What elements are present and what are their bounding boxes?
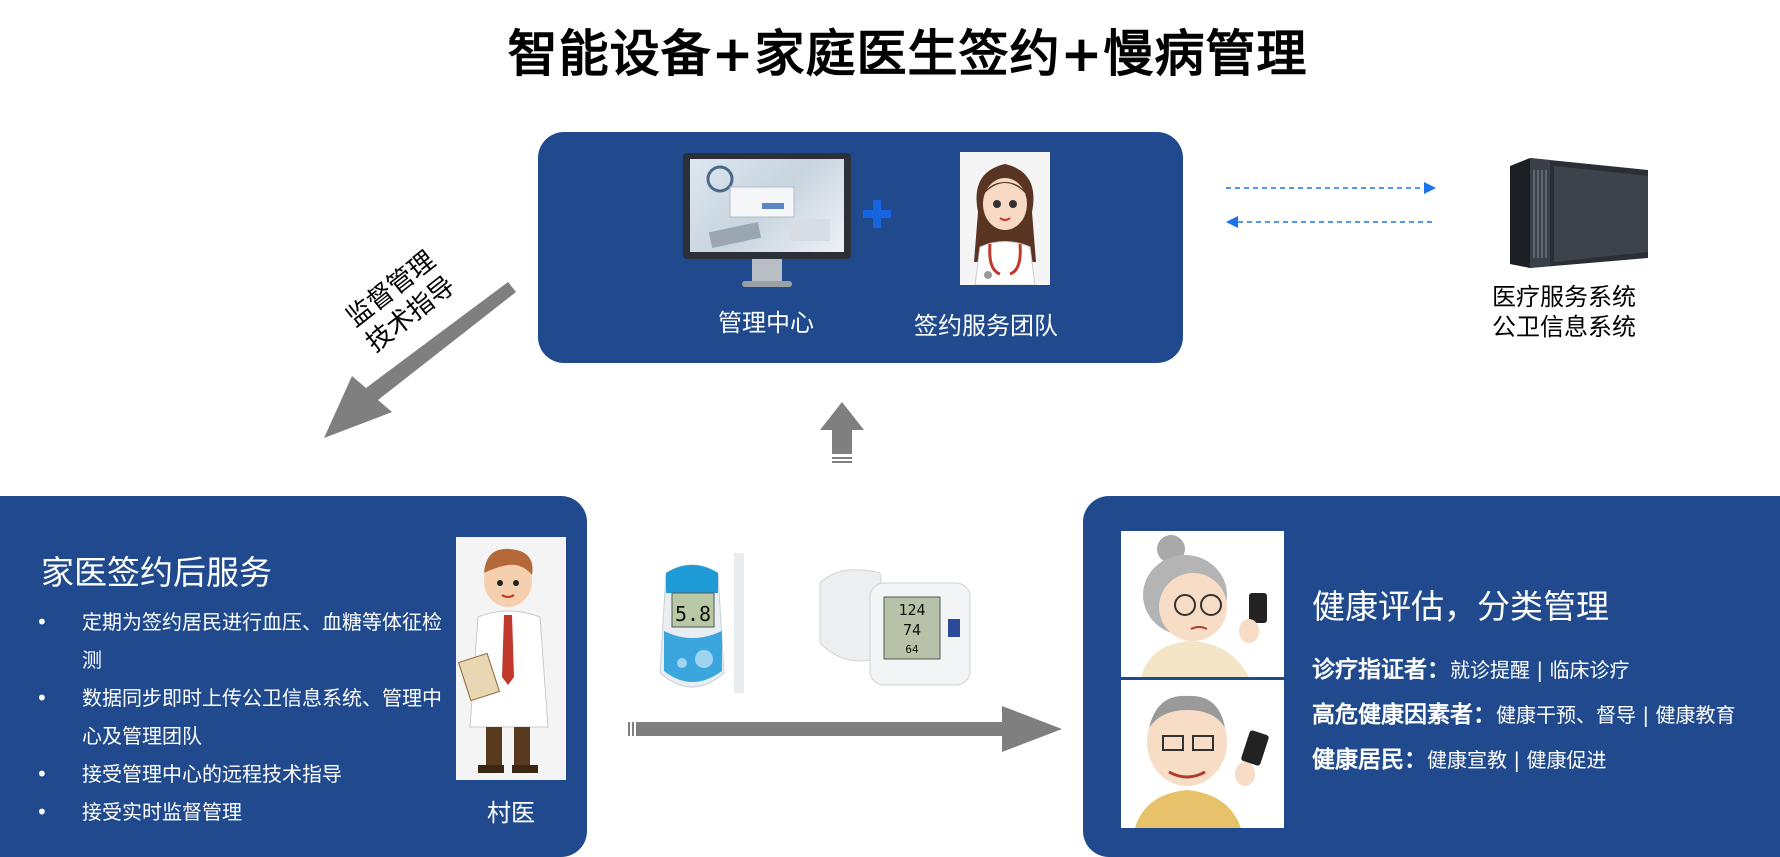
server-label: 医疗服务系统 公卫信息系统 bbox=[1480, 282, 1648, 342]
female-doctor-icon bbox=[960, 152, 1050, 286]
bp-dia-reading: 74 bbox=[903, 621, 921, 639]
glucose-reading: 5.8 bbox=[675, 602, 711, 626]
sync-arrows bbox=[1226, 182, 1436, 228]
elderly-woman-icon bbox=[1121, 531, 1284, 677]
page-title: 智能设备+家庭医生签约+慢病管理 bbox=[507, 25, 1308, 83]
list-item: • 数据同步即时上传公卫信息系统、管理中心及管理团队 bbox=[30, 679, 450, 755]
service-team-label: 签约服务团队 bbox=[914, 312, 1058, 340]
blood-pressure-monitor-icon: 124 74 64 bbox=[810, 563, 980, 697]
category-text: 健康宣教 | 健康促进 bbox=[1427, 748, 1607, 772]
bullet-dot: • bbox=[36, 762, 48, 786]
services-list: • 定期为签约居民进行血压、血糖等体征检测 • 数据同步即时上传公卫信息系统、管理中… bbox=[30, 603, 450, 831]
monitor-stand bbox=[752, 259, 782, 282]
village-doctor-label: 村医 bbox=[487, 799, 535, 827]
health-assessment-title: 健康评估，分类管理 bbox=[1312, 587, 1609, 626]
list-item-text: 定期为签约居民进行血压、血糖等体征检测 bbox=[82, 610, 442, 672]
category-label: 高危健康因素者： bbox=[1312, 702, 1496, 728]
category-row-high-risk: 高危健康因素者：健康干预、督导 | 健康教育 bbox=[1312, 695, 1735, 729]
list-item: • 接受管理中心的远程技术指导 bbox=[30, 755, 450, 793]
supervision-arrow bbox=[324, 282, 516, 438]
monitor-base bbox=[742, 281, 792, 287]
right-arrow bbox=[628, 706, 1062, 752]
plus-icon bbox=[863, 200, 891, 228]
category-row-clinical: 诊疗指证者：就诊提醒 | 临床诊疗 bbox=[1312, 650, 1629, 684]
list-item: • 接受实时监督管理 bbox=[30, 793, 450, 831]
server-label-line1: 医疗服务系统 bbox=[1492, 283, 1636, 311]
post-signing-services-title: 家医签约后服务 bbox=[41, 553, 272, 592]
bullet-dot: • bbox=[36, 800, 48, 824]
category-text: 就诊提醒 | 临床诊疗 bbox=[1450, 658, 1630, 682]
bp-sys-reading: 124 bbox=[898, 601, 925, 619]
list-item-text: 接受管理中心的远程技术指导 bbox=[82, 762, 342, 786]
management-center-label: 管理中心 bbox=[718, 309, 814, 337]
list-item: • 定期为签约居民进行血压、血糖等体征检测 bbox=[30, 603, 450, 679]
category-label: 健康居民： bbox=[1312, 747, 1427, 773]
category-text: 健康干预、督导 | 健康教育 bbox=[1496, 703, 1736, 727]
up-arrow bbox=[820, 402, 864, 463]
server-label-line2: 公卫信息系统 bbox=[1492, 313, 1636, 341]
list-item-text: 数据同步即时上传公卫信息系统、管理中心及管理团队 bbox=[82, 686, 442, 748]
village-doctor-icon bbox=[456, 537, 566, 780]
server-icon bbox=[1510, 158, 1648, 272]
bullet-dot: • bbox=[36, 610, 48, 634]
bp-pulse-reading: 64 bbox=[905, 643, 919, 656]
category-label: 诊疗指证者： bbox=[1312, 657, 1450, 683]
management-panel bbox=[538, 132, 1183, 363]
category-row-healthy: 健康居民：健康宣教 | 健康促进 bbox=[1312, 740, 1606, 774]
bullet-dot: • bbox=[36, 686, 48, 710]
glucose-meter-icon: 5.8 bbox=[652, 553, 762, 705]
elderly-man-icon bbox=[1121, 680, 1284, 828]
monitor-screen-image bbox=[690, 159, 844, 252]
list-item-text: 接受实时监督管理 bbox=[82, 800, 242, 824]
